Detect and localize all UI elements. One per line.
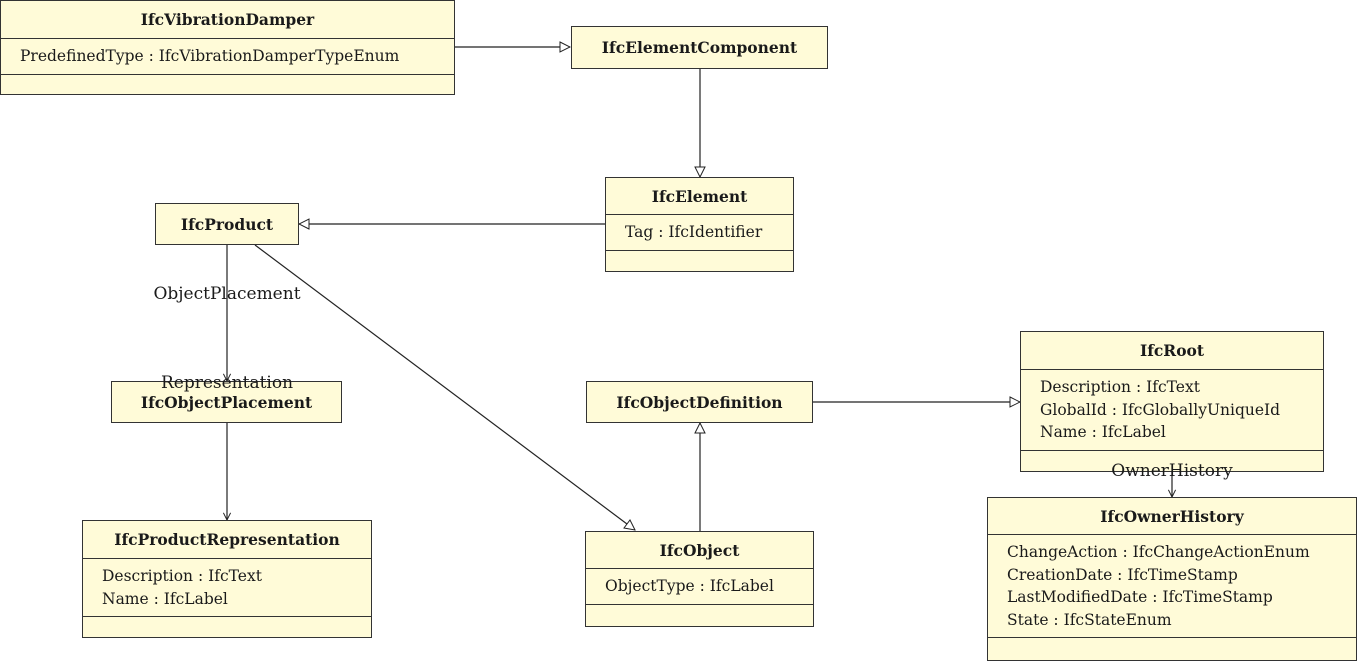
attribute: State : IfcStateEnum [1007, 610, 1172, 629]
class-name: IfcObjectPlacement [140, 392, 313, 412]
class-operations [586, 603, 813, 627]
attribute: PredefinedType : IfcVibrationDamperTypeE… [20, 47, 400, 65]
class-name: IfcProduct [180, 214, 274, 234]
class-ifcproductrepresentation: IfcProductRepresentation Description : I… [82, 520, 372, 638]
class-operations [988, 637, 1356, 660]
class-name: IfcObject [659, 540, 740, 560]
association-label-representation: Representation [160, 373, 294, 393]
class-ifcroot: IfcRoot Description : IfcText GlobalId :… [1020, 331, 1324, 472]
class-operations [83, 616, 371, 637]
class-ifcproduct: IfcProduct [155, 203, 299, 245]
class-attributes: Description : IfcText Name : IfcLabel [83, 558, 371, 616]
class-ifcobjectplacement: IfcObjectPlacement [111, 381, 342, 423]
attribute: CreationDate : IfcTimeStamp [1007, 565, 1238, 584]
attribute: Name : IfcLabel [1040, 423, 1166, 441]
attribute: Description : IfcText [102, 567, 262, 585]
class-attributes: Description : IfcText GlobalId : IfcGlob… [1021, 369, 1323, 450]
attribute: GlobalId : IfcGloballyUniqueId [1040, 400, 1281, 419]
class-name: IfcProductRepresentation [114, 530, 340, 549]
class-name: IfcOwnerHistory [1100, 506, 1244, 526]
class-ifcelementcomponent: IfcElementComponent [571, 26, 828, 69]
class-name: IfcElementComponent [601, 38, 798, 57]
class-ifcvibrationdamper: IfcVibrationDamper PredefinedType : IfcV… [0, 0, 455, 95]
class-name: IfcObjectDefinition [616, 392, 783, 412]
class-operations [606, 249, 793, 272]
class-name: IfcRoot [1139, 341, 1205, 360]
class-operations [1021, 449, 1323, 472]
class-ifcobjectdefinition: IfcObjectDefinition [586, 381, 813, 423]
attribute: Name : IfcLabel [102, 589, 228, 608]
class-ifcobject: IfcObject ObjectType : IfcLabel [585, 531, 814, 627]
attribute: Description : IfcText [1040, 378, 1200, 396]
class-name: IfcVibrationDamper [140, 10, 315, 29]
class-attributes: PredefinedType : IfcVibrationDamperTypeE… [1, 38, 454, 74]
class-ifcownerhistory: IfcOwnerHistory ChangeAction : IfcChange… [987, 497, 1357, 661]
class-name: IfcElement [651, 186, 748, 206]
association-label-ownerhistory: OwnerHistory [1111, 461, 1233, 481]
class-ifcelement: IfcElement Tag : IfcIdentifier [605, 177, 794, 272]
class-operations [1, 73, 454, 95]
attribute: Tag : IfcIdentifier [625, 223, 763, 241]
attribute: ChangeAction : IfcChangeActionEnum [1007, 543, 1310, 561]
class-attributes: ChangeAction : IfcChangeActionEnum Creat… [988, 534, 1356, 637]
association-label-objectplacement: ObjectPlacement [153, 284, 301, 304]
attribute: LastModifiedDate : IfcTimeStamp [1007, 588, 1273, 606]
class-attributes: Tag : IfcIdentifier [606, 214, 793, 250]
attribute: ObjectType : IfcLabel [605, 577, 774, 595]
class-attributes: ObjectType : IfcLabel [586, 568, 813, 604]
generalization-product-to-object [254, 244, 635, 530]
